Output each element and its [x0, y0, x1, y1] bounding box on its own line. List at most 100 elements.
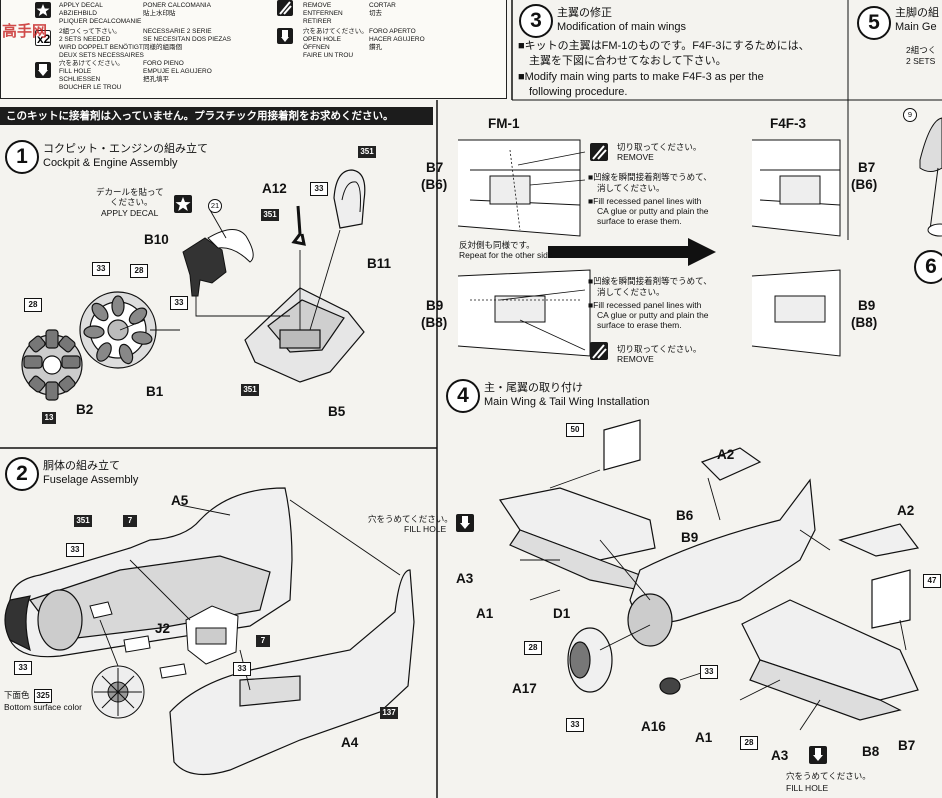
legend-open-zh: 鑽孔	[369, 44, 382, 51]
legend-open-jp: 穴をあけてください。	[303, 28, 368, 35]
part-label-a1-left: A1	[476, 606, 494, 621]
fill-note-en-1c: surface to erase them.	[597, 216, 682, 226]
color-callout-33-a12: 33	[310, 182, 328, 196]
part-label-a5: A5	[171, 493, 189, 508]
step-2-number: 2	[5, 457, 39, 491]
legend-decal-zh: 貼上水印貼	[143, 10, 176, 17]
step-3-line1-jp: ■キットの主翼はFM-1のものです。F4F-3にするためには、	[518, 40, 810, 52]
color-callout-351-tub: 351	[241, 384, 259, 396]
remove-icon	[277, 0, 293, 16]
legend-decal-es: PONER CALCOMANIA	[143, 2, 211, 9]
legend-open-it: FORO APERTO	[369, 28, 416, 35]
remove-note-en-2: REMOVE	[617, 354, 654, 364]
legend-remove-en: REMOVE	[303, 2, 332, 9]
fill-note-jp-2b: 消してください。	[597, 287, 665, 297]
step-3-line2-jp: 主翼を下図に合わせてなおして下さい。	[529, 55, 727, 67]
legend-sets-it: NECESSARIE 2 SERIE	[143, 28, 212, 35]
step-4-title-jp: 主・尾翼の取り付け	[484, 382, 583, 394]
legend-fill-de: SCHLIESSEN	[59, 76, 101, 83]
step-5-note-jp: 2組つく	[906, 45, 937, 55]
legend-open-de: ÖFFNEN	[303, 44, 330, 51]
legend-fill-it: FORO PIENO	[143, 60, 184, 67]
part-label-a16: A16	[641, 719, 666, 734]
part-label-b8: B8	[862, 744, 880, 759]
color-callout-325: 325	[34, 689, 52, 703]
other-side-jp: 反対側も同様です。	[459, 240, 535, 250]
remove-note-jp-2: 切り取ってください。	[617, 344, 702, 354]
color-callout-13: 13	[42, 412, 56, 424]
color-callout-47: 47	[923, 574, 941, 588]
part-label-b2: B2	[76, 402, 94, 417]
legend-decal-de: ABZIEHBILD	[59, 10, 97, 17]
part-label-a12: A12	[262, 181, 287, 196]
color-callout-28-a1: 28	[524, 641, 542, 655]
decal-note-jp-1: デカールを貼って	[96, 187, 164, 197]
remove-icon	[590, 342, 608, 360]
part-label-b11: B11	[367, 256, 392, 271]
legend-fill-es: EMPUJE EL AGUJERO	[143, 68, 212, 75]
legend-remove-zh: 切去	[369, 10, 382, 17]
fill-hole-note-jp-1: 穴をうめてください。	[368, 514, 453, 524]
part-label-a1-right: A1	[695, 730, 713, 745]
legend-sets-en: 2 SETS NEEDED	[59, 36, 111, 43]
star-decal-icon	[174, 195, 192, 213]
legend-sets-es: SE NECESITAN DOS PIEZAS	[143, 36, 232, 43]
color-callout-33-b10: 33	[170, 296, 188, 310]
part-label-b10: B10	[144, 232, 169, 247]
color-callout-9: 9	[903, 108, 917, 122]
step-5-number: 5	[857, 6, 891, 40]
part-label-b1: B1	[146, 384, 164, 399]
legend-open-es: HACER AGUJERO	[369, 36, 425, 43]
fill-note-en-2b: CA glue or putty and plain the	[597, 310, 709, 320]
color-callout-351-fuselage: 351	[74, 515, 92, 527]
color-callout-28-right: 28	[740, 736, 758, 750]
step-3-title-en: Modification of main wings	[557, 21, 687, 33]
legend-remove-de: ENTFERNEN	[303, 10, 343, 17]
color-callout-33-engine: 33	[92, 262, 110, 276]
part-label-b9-wing: B9	[681, 530, 699, 545]
remove-note-jp-1: 切り取ってください。	[617, 142, 702, 152]
color-callout-33-nose: 33	[14, 661, 32, 675]
adhesive-notice-banner: このキットに接着剤は入っていません。プラスチック用接着剤をお求めください。	[0, 107, 433, 125]
fill-note-jp-1a: ■凹線を瞬間接着剤等でうめて、	[588, 172, 712, 182]
remove-note-en-1: REMOVE	[617, 152, 654, 162]
part-label-a3-left: A3	[456, 571, 474, 586]
legend-open-fr: FAIRE UN TROU	[303, 52, 354, 59]
arrow-right-icon	[548, 238, 716, 266]
part-label-b7-wing: B7	[898, 738, 916, 753]
fill-note-en-1a: ■Fill recessed panel lines with	[588, 196, 702, 206]
fill-hole-note-en-1: FILL HOLE	[404, 524, 447, 534]
remove-icon	[590, 143, 608, 161]
step-5-title-en: Main Ge	[895, 21, 937, 33]
part-label-b8p: (B8)	[421, 315, 448, 330]
fill-note-en-2c: surface to erase them.	[597, 320, 682, 330]
part-label-b8p-right: (B8)	[851, 315, 878, 330]
part-label-a3-right: A3	[771, 748, 789, 763]
step-4-title-en: Main Wing & Tail Wing Installation	[484, 396, 650, 408]
fill-hole-note-jp-2: 穴をうめてください。	[786, 771, 871, 781]
step-3-title-jp: 主翼の修正	[557, 7, 612, 19]
color-callout-28-b2: 28	[24, 298, 42, 312]
watermark: 高手网	[2, 23, 48, 40]
color-callout-351-a12: 351	[261, 209, 279, 221]
legend-fill-jp: 穴をあけてください。	[59, 60, 124, 67]
part-label-b9: B9	[426, 298, 444, 313]
fill-hole-icon	[809, 746, 827, 764]
color-callout-7-lower: 7	[256, 635, 270, 647]
part-label-a2-right: A2	[897, 503, 915, 518]
legend-panel: x2 APPLY DECAL PONER CALCOMANIA ABZIEHBI…	[0, 0, 507, 99]
part-label-b6: B6	[676, 508, 694, 523]
bottom-color-label-jp: 下面色	[4, 690, 30, 700]
step-1-title-jp: コクピット・エンジンの組み立て	[43, 143, 208, 155]
step-3-line1-en: ■Modify main wing parts to make F4F-3 as…	[518, 71, 764, 83]
legend-fill-fr: BOUCHER LE TROU	[59, 84, 122, 91]
part-label-a4: A4	[341, 735, 359, 750]
engine-drawing	[21, 291, 157, 401]
decal-note-en: APPLY DECAL	[101, 208, 159, 218]
legend-fill-en: FILL HOLE	[59, 68, 92, 75]
color-callout-137: 137	[380, 707, 398, 719]
part-label-b5: B5	[328, 404, 346, 419]
color-callout-50: 50	[566, 423, 584, 437]
step-3-line2-en: following procedure.	[529, 86, 628, 98]
